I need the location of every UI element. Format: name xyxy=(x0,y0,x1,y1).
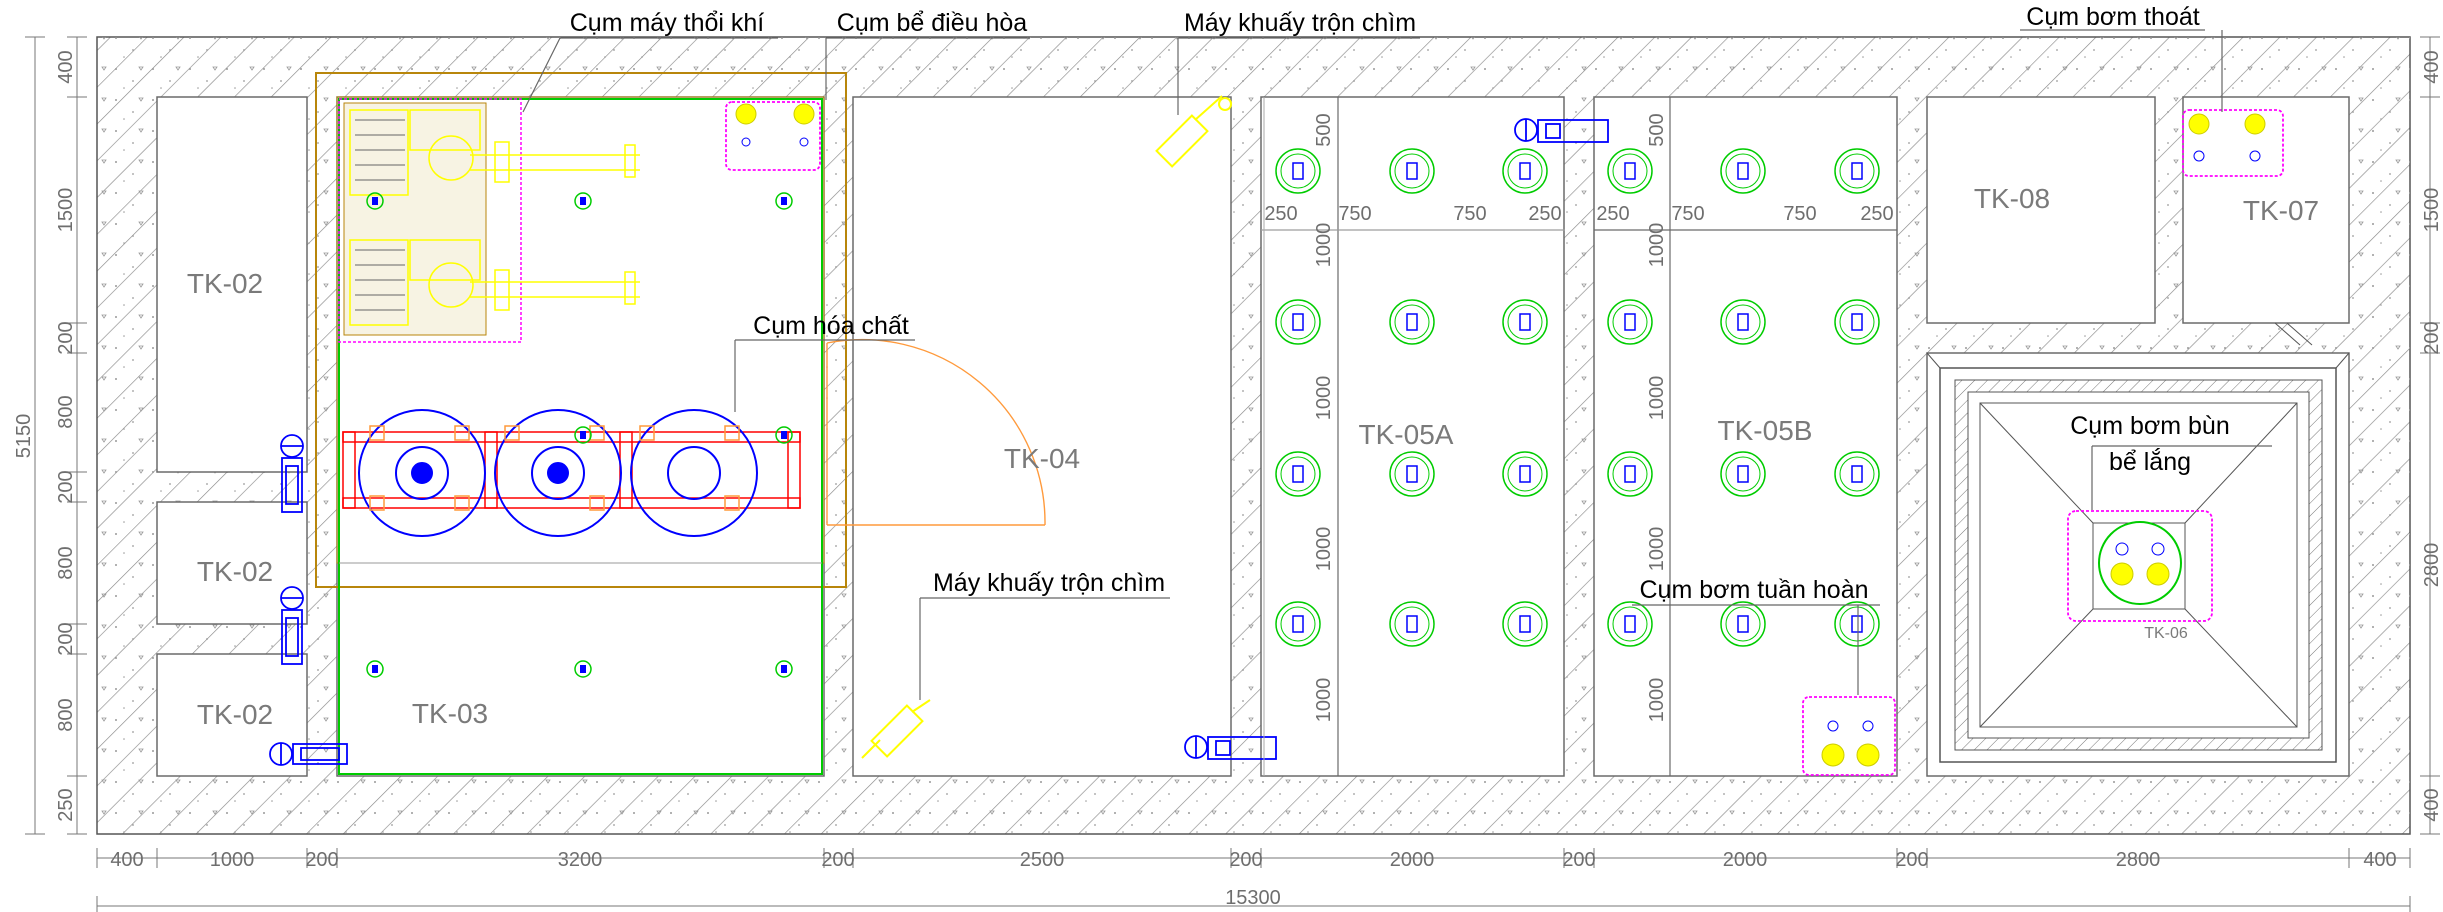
dim-left-6: 800 xyxy=(55,546,77,579)
dim-bottom-7: 200 xyxy=(1229,849,1262,871)
tk05b-side-2: 1000 xyxy=(1646,223,1668,268)
tk05b-side-5: 1000 xyxy=(1646,678,1668,723)
chemical-package xyxy=(342,409,801,537)
tk05b-top-2: 750 xyxy=(1671,203,1704,225)
sludge-pump-callout-line1: Cụm bơm bùn xyxy=(2070,412,2230,440)
tk05a-side-3: 1000 xyxy=(1313,376,1335,421)
dim-right-5: 400 xyxy=(2421,788,2443,821)
right-dimensions: 400 1500 200 2800 400 xyxy=(2421,50,2443,821)
dim-bottom-6: 2500 xyxy=(1020,849,1065,871)
tk02-label-mid: TK-02 xyxy=(197,556,273,587)
tk05a-label: TK-05A xyxy=(1359,419,1454,450)
drain-pump-callout: Cụm bơm thoát xyxy=(2026,3,2199,31)
mixer-top-callout: Máy khuấy trộn chìm xyxy=(1184,9,1416,37)
bottom-dimensions: 400 1000 200 3200 200 2500 200 2000 200 … xyxy=(110,849,2396,909)
tk05a-top-4: 250 xyxy=(1528,203,1561,225)
tk08-cell xyxy=(1926,96,2156,324)
tk06-label: TK-06 xyxy=(2144,625,2188,642)
tk05b-side-4: 1000 xyxy=(1646,527,1668,572)
dim-bottom-13: 400 xyxy=(2363,849,2396,871)
dim-left-3: 200 xyxy=(55,321,77,354)
tk07-label: TK-07 xyxy=(2243,195,2319,226)
chemical-callout: Cụm hóa chất xyxy=(753,312,909,340)
sludge-pump-unit xyxy=(2067,510,2213,622)
tk05b-dimensions: 250 750 750 250 500 1000 1000 1000 1000 xyxy=(1596,113,1893,722)
tk05b-top-1: 250 xyxy=(1596,203,1629,225)
tk05a-cell xyxy=(1260,96,1565,777)
tk05a-side-5: 1000 xyxy=(1313,678,1335,723)
tk02-label-bottom: TK-02 xyxy=(197,699,273,730)
dim-bottom-3: 200 xyxy=(305,849,338,871)
tk05b-side-3: 1000 xyxy=(1646,376,1668,421)
dim-bottom-4: 3200 xyxy=(558,849,603,871)
tk05b-top-4: 250 xyxy=(1860,203,1893,225)
dim-left-1: 400 xyxy=(55,50,77,83)
dim-right-1: 400 xyxy=(2421,50,2443,83)
dim-bottom-11: 200 xyxy=(1895,849,1928,871)
dim-left-9: 250 xyxy=(55,788,77,821)
equalization-pump-unit xyxy=(725,101,821,171)
tk03-label: TK-03 xyxy=(412,698,488,729)
dim-left-7: 200 xyxy=(55,622,77,655)
submersible-mixer-top xyxy=(1155,95,1232,168)
tk02-bottom-cell xyxy=(156,653,308,777)
tk05a-side-4: 1000 xyxy=(1313,527,1335,572)
tk04-cell xyxy=(852,96,1232,777)
dim-bottom-1: 400 xyxy=(110,849,143,871)
tk05a-side-1: 500 xyxy=(1313,113,1335,146)
tk07-cell xyxy=(2182,96,2350,324)
recirc-pump-unit xyxy=(1802,696,1896,776)
dim-right-2: 1500 xyxy=(2421,188,2443,233)
dim-bottom-12: 2800 xyxy=(2116,849,2161,871)
sludge-pump-callout-line2: bể lắng xyxy=(2109,447,2191,476)
tk05a-top-1: 250 xyxy=(1264,203,1297,225)
dim-bottom-9: 200 xyxy=(1562,849,1595,871)
tk08-label: TK-08 xyxy=(1974,183,2050,214)
blower-callout: Cụm máy thổi khí xyxy=(570,9,765,37)
dimension-ticks xyxy=(25,36,2440,912)
tk05b-label: TK-05B xyxy=(1718,415,1813,446)
tk02-label-top: TK-02 xyxy=(187,268,263,299)
dim-bottom-5: 200 xyxy=(821,849,854,871)
drain-pump-unit xyxy=(2182,109,2284,177)
blower-package xyxy=(338,98,640,343)
equalization-boundary xyxy=(315,72,847,588)
dim-left-5: 200 xyxy=(55,470,77,503)
dim-total-width: 15300 xyxy=(1225,887,1281,909)
tk05a-dimensions: 250 750 750 250 500 1000 1000 1000 1000 xyxy=(1264,113,1561,722)
dim-bottom-8: 2000 xyxy=(1390,849,1435,871)
dim-right-4: 2800 xyxy=(2421,543,2443,588)
tk02-top-cell xyxy=(156,96,308,473)
tk04-label: TK-04 xyxy=(1004,443,1080,474)
dim-left-2: 1500 xyxy=(55,188,77,233)
dim-right-3: 200 xyxy=(2421,321,2443,354)
tank-labels: TK-02 TK-02 TK-02 TK-03 TK-04 TK-05A TK-… xyxy=(187,183,2319,730)
dim-bottom-10: 2000 xyxy=(1723,849,1768,871)
dim-left-8: 800 xyxy=(55,698,77,731)
dim-left-4: 800 xyxy=(55,395,77,428)
left-dimensions: 400 1500 200 800 200 800 200 800 250 515… xyxy=(13,50,77,821)
pipe-valves xyxy=(269,118,1609,766)
dim-total-height: 5150 xyxy=(13,414,35,459)
leader-lines xyxy=(522,29,2272,700)
tk05a-top-3: 750 xyxy=(1453,203,1486,225)
tk03-green-outline xyxy=(338,98,823,775)
tk05b-side-1: 500 xyxy=(1646,113,1668,146)
equalization-callout: Cụm bể điều hòa xyxy=(837,9,1028,37)
tk05b-cell xyxy=(1593,96,1898,777)
tk05a-side-2: 1000 xyxy=(1313,223,1335,268)
mixer-bottom-callout: Máy khuấy trộn chìm xyxy=(933,569,1165,597)
recirc-pump-callout: Cụm bơm tuần hoàn xyxy=(1639,576,1868,604)
tk03-diffusers xyxy=(366,192,793,678)
aeration-diffusers xyxy=(1275,148,1880,647)
dim-bottom-2: 1000 xyxy=(210,849,255,871)
tk05b-top-3: 750 xyxy=(1783,203,1816,225)
dimension-lines xyxy=(34,37,2431,907)
callout-labels: Cụm máy thổi khí Cụm bể điều hòa Máy khu… xyxy=(570,3,2230,604)
tk05a-top-2: 750 xyxy=(1338,203,1371,225)
submersible-mixer-bottom xyxy=(861,699,931,759)
